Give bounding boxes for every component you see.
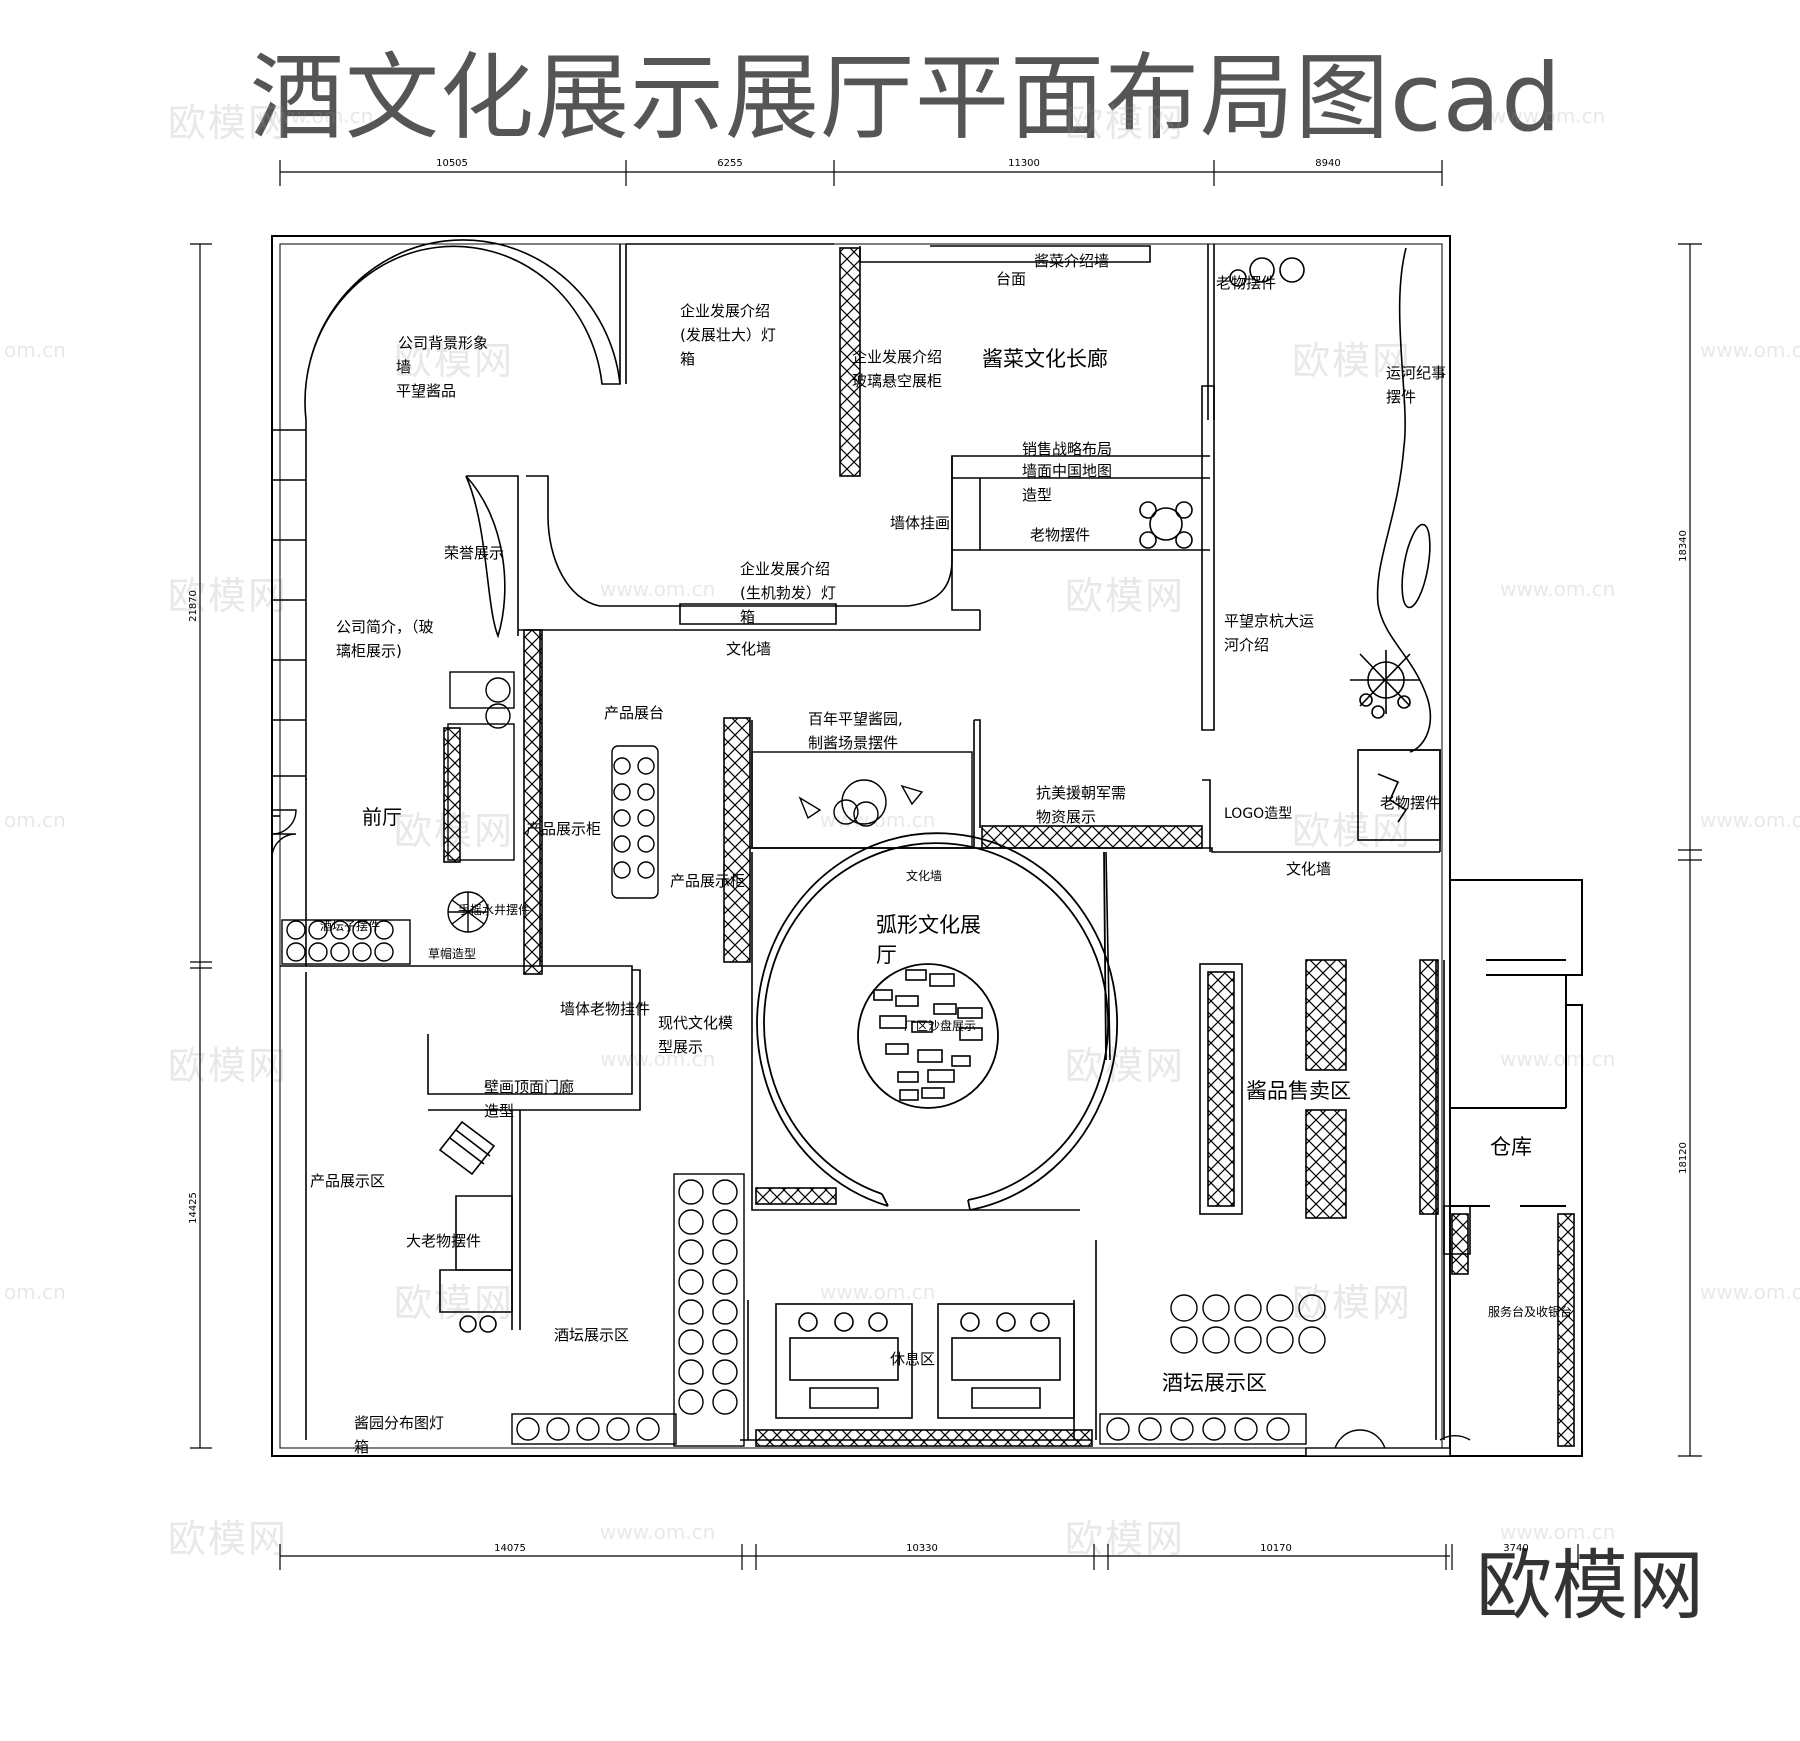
label-dev-intro-lightbox-2-3: 箱 xyxy=(740,608,755,626)
label-anti-us-aid-1: 抗美援朝军需 xyxy=(1036,784,1126,802)
label-dev-intro-2: (发展壮大）灯 xyxy=(680,326,776,344)
dim-top-2: 6255 xyxy=(717,158,742,169)
label-company-bg-wall-3: 平望酱品 xyxy=(396,382,456,400)
label-product-cabinet-right: 产品展示柜 xyxy=(670,872,745,890)
jar-racks xyxy=(511,1173,1326,1447)
label-service-desk: 服务台及收银台 xyxy=(1488,1304,1572,1319)
label-pickle-intro-wall: 酱菜介绍墙 xyxy=(1034,252,1109,270)
label-wine-jar-items: 酒坛子摆件 xyxy=(320,919,380,933)
label-culture-wall-1: 文化墙 xyxy=(726,640,771,658)
label-logo-shape: LOGO造型 xyxy=(1224,806,1292,822)
label-wall-hanging: 墙体挂画 xyxy=(890,514,950,532)
dim-bottom-3: 10170 xyxy=(1260,1543,1292,1554)
dim-bottom-4: 3740 xyxy=(1503,1543,1528,1554)
dim-left-2: 14425 xyxy=(188,1192,199,1224)
label-warehouse: 仓库 xyxy=(1490,1135,1532,1159)
label-dev-intro-3: 箱 xyxy=(680,350,695,368)
dim-right-2: 18120 xyxy=(1678,1142,1689,1174)
rest-area xyxy=(775,1303,1075,1419)
label-canal-story-1: 运河纪事 xyxy=(1386,364,1446,382)
drawing-title: 酒文化展示展厅平面布局图cad xyxy=(250,44,1562,153)
label-dev-intro-lightbox-2-2: (生机勃发）灯 xyxy=(740,584,836,602)
label-canal-intro-2: 河介绍 xyxy=(1224,636,1269,654)
label-counter: 台面 xyxy=(996,270,1026,288)
label-culture-wall-arc: 文化墙 xyxy=(906,868,942,883)
big-old-items xyxy=(438,1120,497,1333)
label-product-cabinet-left: 产品展示柜 xyxy=(526,820,601,838)
sales-shelves xyxy=(1199,959,1439,1219)
label-company-bg-wall-2: 墙 xyxy=(396,358,411,376)
label-dev-intro-1: 企业发展介绍 xyxy=(680,302,770,320)
label-canal-story-2: 摆件 xyxy=(1386,388,1416,406)
label-arc-hall-2: 厅 xyxy=(876,943,897,967)
label-sales-strategy-3: 造型 xyxy=(1022,486,1052,504)
label-modern-culture-2: 型展示 xyxy=(658,1038,703,1056)
canal-river xyxy=(1139,247,1441,841)
label-hand-water-well: 手摇水井摆件 xyxy=(458,903,530,917)
outer-wall xyxy=(271,235,1451,1457)
label-modern-culture-1: 现代文化模 xyxy=(658,1014,733,1032)
label-company-intro-2: 璃柜展示) xyxy=(336,642,402,660)
sand-table-models xyxy=(873,969,983,1101)
label-big-old-items: 大老物摆件 xyxy=(406,1232,481,1250)
lobby-fixtures xyxy=(271,671,659,965)
label-sand-table: 厂区沙盘展示 xyxy=(904,1018,976,1033)
label-lobby: 前厅 xyxy=(362,805,402,829)
dim-top-3: 11300 xyxy=(1008,158,1040,169)
dim-left-1: 21870 xyxy=(188,590,199,622)
sauce-garden-scene xyxy=(751,751,973,849)
label-glass-cabinet-1: 企业发展介绍 xyxy=(852,348,942,366)
label-dev-intro-lightbox-2-1: 企业发展介绍 xyxy=(740,560,830,578)
label-product-area: 产品展示区 xyxy=(310,1172,385,1190)
label-grass-shape: 草帽造型 xyxy=(428,946,476,961)
label-garden-map-2: 箱 xyxy=(354,1438,369,1456)
dim-right-1: 18340 xyxy=(1678,530,1689,562)
label-old-items-top: 老物摆件 xyxy=(1216,274,1276,292)
label-jar-area-right: 酒坛展示区 xyxy=(1162,1371,1267,1395)
dim-top-4: 8940 xyxy=(1315,158,1340,169)
label-wall-old-items: 墙体老物挂件 xyxy=(560,1000,650,1018)
dim-top-1: 10505 xyxy=(436,158,468,169)
label-product-stand: 产品展台 xyxy=(604,704,664,722)
label-anti-us-aid-2: 物资展示 xyxy=(1036,808,1096,826)
label-glass-cabinet-2: 玻璃悬空展柜 xyxy=(852,372,942,390)
label-sauce-garden-1: 百年平望酱园, xyxy=(808,710,903,728)
label-jar-area-left: 酒坛展示区 xyxy=(554,1326,629,1344)
dim-bottom-2: 10330 xyxy=(906,1543,938,1554)
label-culture-wall-2: 文化墙 xyxy=(1286,860,1331,878)
label-company-bg-wall-1: 公司背景形象 xyxy=(398,334,488,352)
label-garden-map-1: 酱园分布图灯 xyxy=(354,1414,444,1432)
label-mural-corridor-1: 壁画顶面门廊 xyxy=(484,1078,574,1096)
room-labels: 公司背景形象 墙 平望酱品 企业发展介绍 (发展壮大）灯 箱 企业发展介绍 玻璃… xyxy=(310,252,1572,1456)
label-old-items-mid: 老物摆件 xyxy=(1030,526,1090,544)
brand-logo-text: 欧模网 xyxy=(1476,1541,1704,1630)
entrance-doors xyxy=(1305,1429,1471,1457)
label-rest-area: 休息区 xyxy=(890,1350,935,1368)
label-old-items-right: 老物摆件 xyxy=(1380,794,1440,812)
interior-walls xyxy=(271,239,1471,1441)
label-mural-corridor-2: 造型 xyxy=(484,1102,514,1120)
dim-bottom-1: 14075 xyxy=(494,1543,526,1554)
label-sales-strategy-2: 墙面中国地图 xyxy=(1022,462,1112,480)
label-honor-display: 荣誉展示 xyxy=(444,544,504,562)
label-sales-strategy-1: 销售战略布局 xyxy=(1022,440,1112,458)
label-canal-intro-1: 平望京杭大运 xyxy=(1224,612,1314,630)
dimension-lines xyxy=(190,160,1702,1570)
inner-wall xyxy=(279,243,1443,1449)
label-sauce-sales: 酱品售卖区 xyxy=(1246,1079,1351,1103)
label-company-intro-1: 公司简介，（玻 xyxy=(336,618,434,636)
label-pickle-corridor: 酱菜文化长廊 xyxy=(982,347,1108,371)
label-sauce-garden-2: 制酱场景摆件 xyxy=(808,734,898,752)
label-arc-hall-1: 弧形文化展 xyxy=(876,913,981,937)
arc-hall xyxy=(756,832,1118,1211)
